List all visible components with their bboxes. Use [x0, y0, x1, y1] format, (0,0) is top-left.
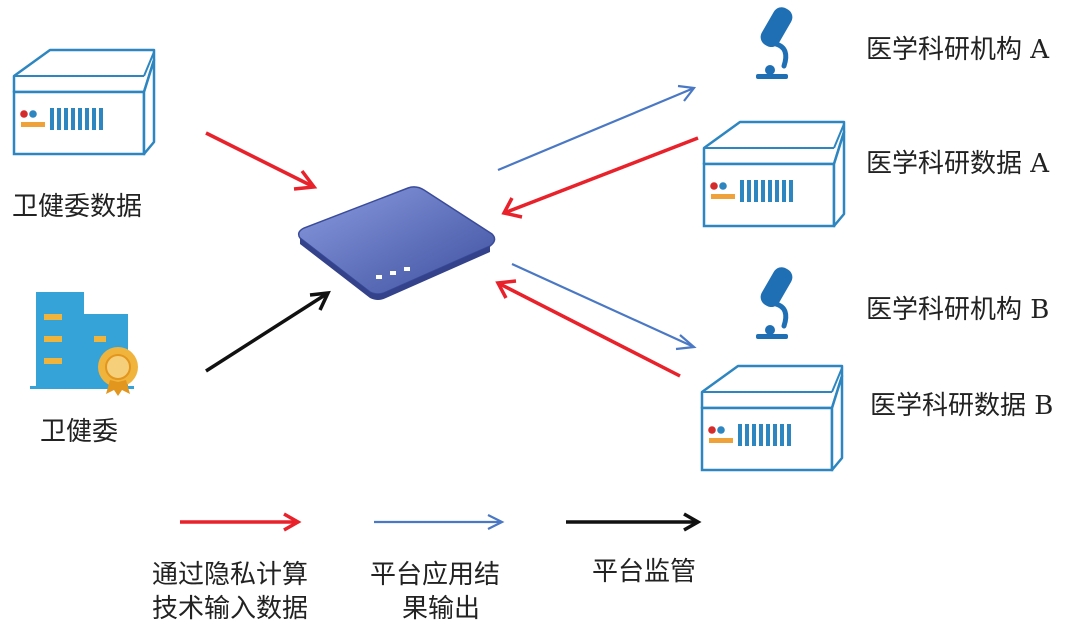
flow-arrows [205, 84, 699, 378]
research-data-b-label: 医学科研数据 B [870, 391, 1053, 421]
research-data-a-node: 医学科研数据 A [702, 120, 1050, 228]
health-commission-data-node: 卫健委数据 [12, 48, 156, 222]
server-icon [702, 120, 846, 228]
institution-a-node: 医学科研机构 A [756, 4, 1050, 79]
server-icon [700, 364, 844, 472]
research-data-b-node: 医学科研数据 B [700, 364, 1053, 472]
legend-label-output-line2: 果输出 [402, 594, 480, 624]
institution-b-label: 医学科研机构 B [866, 295, 1049, 325]
legend-label-supervision: 平台监管 [592, 557, 696, 587]
indicator-light [390, 271, 396, 275]
institution-b-node: 医学科研机构 B [756, 264, 1049, 339]
server-icon [12, 48, 156, 156]
research-data-a-label: 医学科研数据 A [866, 149, 1050, 179]
legend-item-output: 平台应用结 果输出 [370, 514, 505, 624]
legend-item-supervision: 平台监管 [566, 512, 702, 587]
input-arrow-health-data [205, 131, 318, 191]
microscope-icon [756, 264, 796, 339]
health-commission-label: 卫健委 [40, 417, 118, 447]
health-commission-node: 卫健委 [30, 292, 138, 447]
legend-label-input-line2: 技术输入数据 [152, 594, 308, 624]
platform-node [297, 186, 496, 300]
legend-label-input-line1: 通过隐私计算 [152, 560, 308, 590]
health-commission-data-label: 卫健委数据 [12, 192, 142, 222]
output-arrow-institution-b [511, 262, 697, 351]
supervision-arrow-commission [205, 290, 331, 373]
indicator-light [376, 275, 382, 279]
input-arrow-research-data-a [501, 136, 699, 219]
output-arrow-institution-a [497, 84, 697, 172]
platform-device-icon [297, 186, 496, 295]
legend-label-output-line1: 平台应用结 [370, 560, 500, 590]
legend: 通过隐私计算 技术输入数据 平台应用结 果输出 平台监管 [152, 512, 702, 624]
legend-item-input: 通过隐私计算 技术输入数据 [152, 512, 308, 624]
input-arrow-research-data-b [495, 279, 681, 378]
indicator-light [404, 267, 410, 271]
building-icon [30, 292, 138, 396]
microscope-icon [756, 4, 796, 79]
institution-a-label: 医学科研机构 A [866, 35, 1050, 65]
